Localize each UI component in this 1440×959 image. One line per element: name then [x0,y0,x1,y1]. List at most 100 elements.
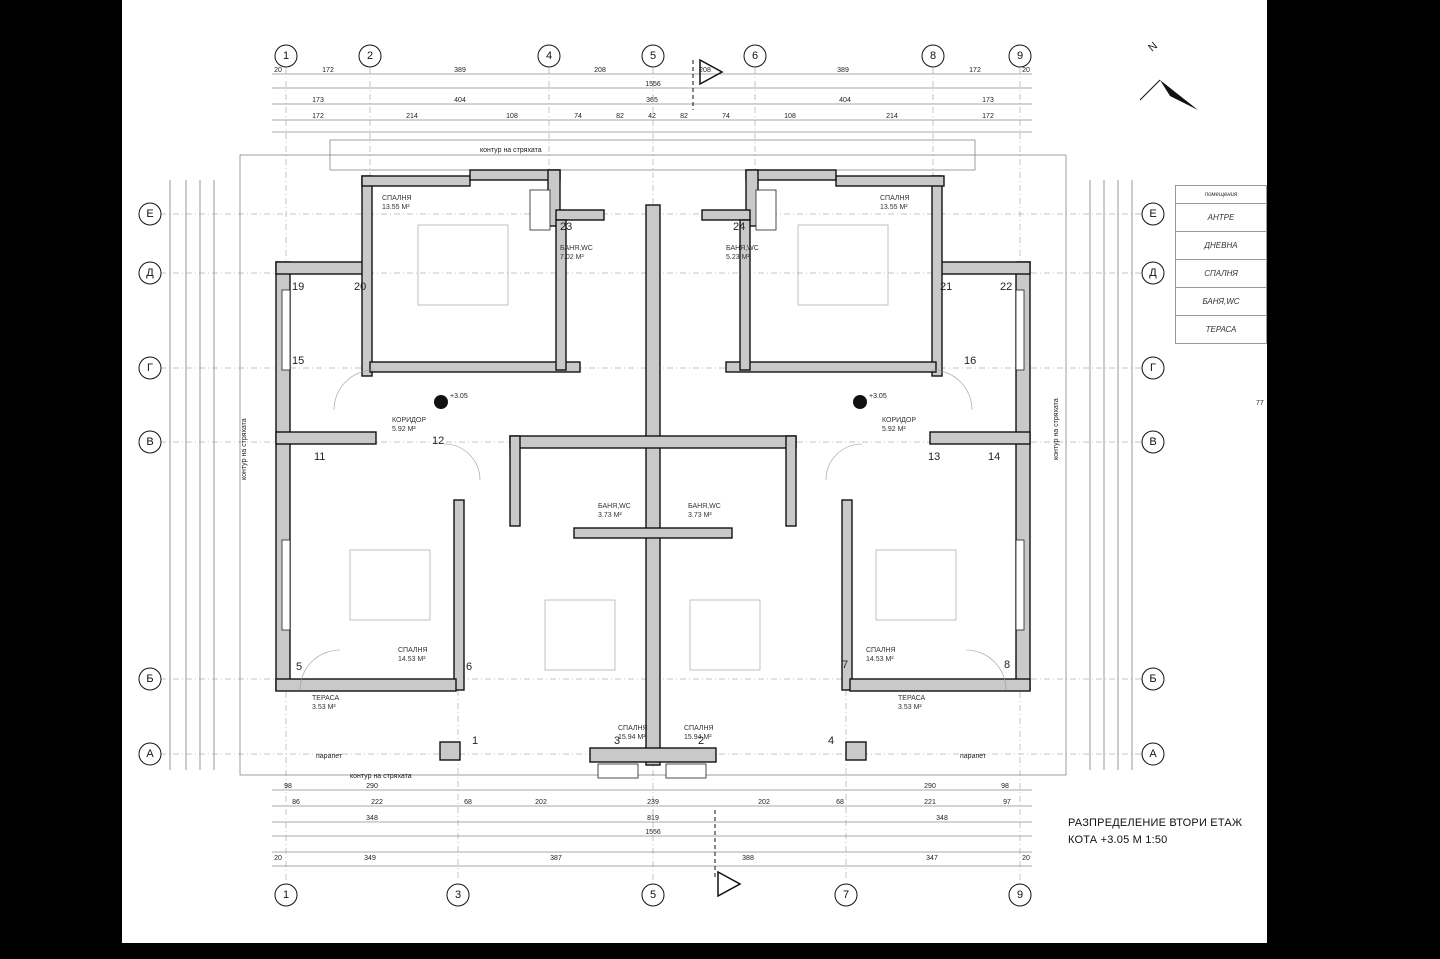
room-area: 5.92 М² [392,426,416,433]
room-area: 14.53 М² [398,656,426,663]
dim-top-row1: 172 [969,67,981,74]
room-name: ТЕРАСА [898,695,926,702]
dim-bottom-row3: 388 [742,855,754,862]
axis-bubble-top: 4 [537,44,561,68]
column-number: 16 [964,355,976,367]
room-area: 3.53 М² [312,704,336,711]
dim-bottom-row3: 387 [550,855,562,862]
axis-bubble-left: А [138,742,162,766]
column-number: 19 [292,281,304,293]
parapet-label-right: парапет [960,753,987,760]
room-name: КОРИДОР [392,417,426,424]
roof-contour-label-left: контур на стряхата [241,418,248,480]
axis-bubble-bottom: 3 [446,883,470,907]
axis-bubble-right-label: Е [1149,208,1156,220]
axis-bubble-top: 2 [358,44,382,68]
column-number: 8 [1004,659,1010,671]
column-number: 24 [733,221,745,233]
dim-top-row3: 172 [312,113,324,120]
axis-bubble-right: Б [1141,667,1165,691]
walls [275,169,1031,766]
dim-top-row2: 173 [982,97,994,104]
room-area: 3.73 М² [688,512,712,519]
axis-bubble-bottom: 5 [641,883,665,907]
dim-top-row1: 208 [594,67,606,74]
dim-top-row3: 172 [982,113,994,120]
dim-bottom-row2: 348 [366,815,378,822]
room-name: ТЕРАСА [312,695,340,702]
dim-bottom-row3: 20 [274,855,282,862]
room-label: БАНЯ,WC 5.23 М² [726,245,759,261]
column-number: 14 [988,451,1000,463]
room-name: СПАЛНЯ [618,725,648,732]
room-legend: помещения АНТРЕ ДНЕВНА СПАЛНЯ БАНЯ,WC ТЕ… [1175,185,1267,344]
column-number: 12 [432,435,444,447]
axis-bubble-right-label: Г [1150,362,1156,374]
column-number: 1 [472,735,478,747]
room-name: СПАЛНЯ [866,647,896,654]
room-label: БАНЯ,WC3.73 М² [688,503,721,519]
axis-bubble-right-label: Б [1149,673,1156,685]
dim-bottom-row3: 349 [364,855,376,862]
column-number: 13 [928,451,940,463]
dim-bottom-row1: 97 [1003,799,1011,806]
dimension-lines [169,73,1133,867]
dim-bottom-row0: 98 [1001,783,1009,790]
room-name: КОРИДОР [882,417,916,424]
axis-bubble-top: 8 [921,44,945,68]
axis-bubble-bottom-label: 7 [843,889,849,901]
axis-bubble-top-label: 8 [930,50,936,62]
dim-bottom-row3: 20 [1022,855,1030,862]
roof-contour-label-right: контур на стряхата [1053,398,1060,460]
drawing-sheet [122,0,1267,943]
contour-labels: контур на стряхата контур на стряхата ко… [241,147,1060,780]
north-label: N [1146,40,1160,54]
dim-bottom-row2: 819 [647,815,659,822]
room-name: БАНЯ,WC [726,245,759,252]
dim-bottom-row0: 290 [924,783,936,790]
axis-bubble-right: А [1141,742,1165,766]
level-mark-left: +3.05 [450,393,468,400]
room-area: 3.73 М² [598,512,622,519]
axis-bubble-left-label: Д [146,267,154,279]
axis-bubble-left-label: Е [146,208,153,220]
axis-bubble-left: Г [138,356,162,380]
drawing-title: РАЗПРЕДЕЛЕНИЕ ВТОРИ ЕТАЖ КОТА +3.05 М 1:… [1068,815,1242,849]
axis-bubble-bottom-label: 1 [283,889,289,901]
legend-item: ТЕРАСА [1175,315,1267,344]
axis-bubble-top-label: 4 [546,50,552,62]
axis-bubble-right: В [1141,430,1165,454]
column-number: 4 [828,735,834,747]
dim-top-row2: 365 [646,97,658,104]
dim-top-row1: 208 [699,67,711,74]
dim-top-row3: 108 [506,113,518,120]
axis-bubble-left-label: А [146,748,154,760]
axis-bubble-right: Д [1141,261,1165,285]
column-number: 5 [296,661,302,673]
furniture [299,224,1007,691]
legend-item: ДНЕВНА [1175,231,1267,259]
axis-bubble-left: Е [138,202,162,226]
dim-top-row1: 389 [454,67,466,74]
dim-top-row1: 172 [322,67,334,74]
room-name: БАНЯ,WC [598,503,631,510]
dim-top-row3: 214 [886,113,898,120]
room-label: БАНЯ,WC 3.73 М² [598,503,631,519]
dim-bottom-row1: 68 [464,799,472,806]
column-number: 6 [466,661,472,673]
axis-bubble-right-label: Д [1149,267,1157,279]
column-number: 11 [314,451,325,463]
dim-bottom-row1: 222 [371,799,383,806]
north-arrow: N [1139,40,1198,110]
dim-bottom-total: 1556 [645,829,661,836]
room-name: СПАЛНЯ [398,647,428,654]
dim-top-row3: 214 [406,113,418,120]
axis-bubble-top-label: 5 [650,50,656,62]
dim-top-row3: 82 [680,113,688,120]
room-area: 5.23 М² [726,254,750,261]
dim-top-row2: 173 [312,97,324,104]
